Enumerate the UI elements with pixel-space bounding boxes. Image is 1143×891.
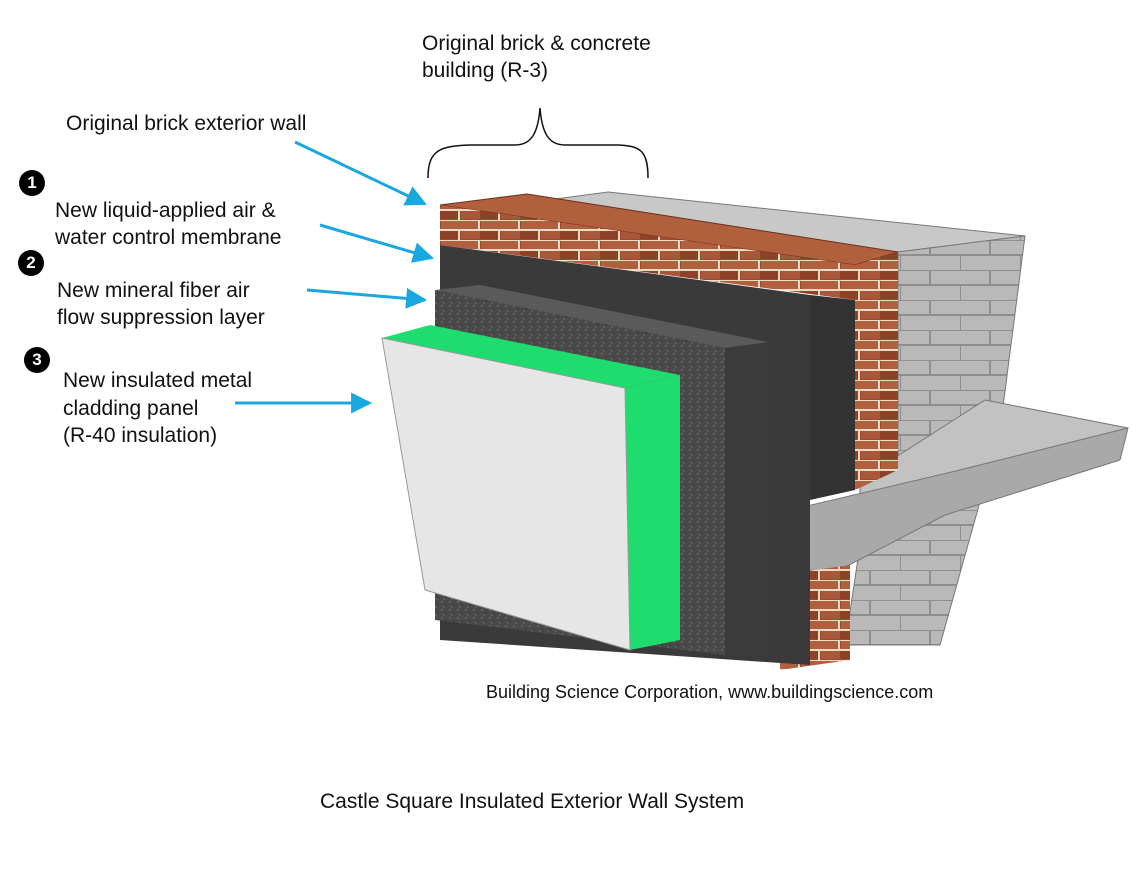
arrow-mineral <box>306 287 428 309</box>
figure-caption: Castle Square Insulated Exterior Wall Sy… <box>320 790 745 813</box>
membrane-label-line2: water control membrane <box>55 226 282 249</box>
number-badge-2: 2 <box>18 250 44 276</box>
brick-wall-label: Original brick exterior wall <box>66 112 307 135</box>
panel-label-line1: New insulated metal <box>63 369 253 392</box>
panel-label-line2: cladding panel <box>63 397 199 420</box>
bracket-label-line1: Original brick & concrete <box>422 32 651 55</box>
panel-green-side <box>625 375 680 650</box>
bracket-label-line2: building (R-3) <box>422 59 549 82</box>
mineral-top <box>435 285 768 348</box>
panel-label-line3: (R-40 insulation) <box>63 424 218 447</box>
panel-top <box>382 325 680 388</box>
panel-face <box>381 337 631 651</box>
membrane-side <box>810 295 855 500</box>
brick-side-face <box>855 252 898 490</box>
mineral-label-line1: New mineral fiber air <box>57 279 250 302</box>
number-badge-1: 1 <box>19 170 45 196</box>
mineral-label-line2: flow suppression layer <box>57 306 265 329</box>
number-badge-3: 3 <box>24 347 50 373</box>
arrow-brick-wall <box>294 140 427 206</box>
arrow-membrane <box>319 223 435 263</box>
membrane-label-line1: New liquid-applied air & <box>55 199 276 222</box>
mineral-side <box>725 342 768 655</box>
brick-front-face <box>440 205 855 300</box>
credit-text: Building Science Corporation, www.buildi… <box>486 682 934 702</box>
bracket <box>427 107 649 179</box>
